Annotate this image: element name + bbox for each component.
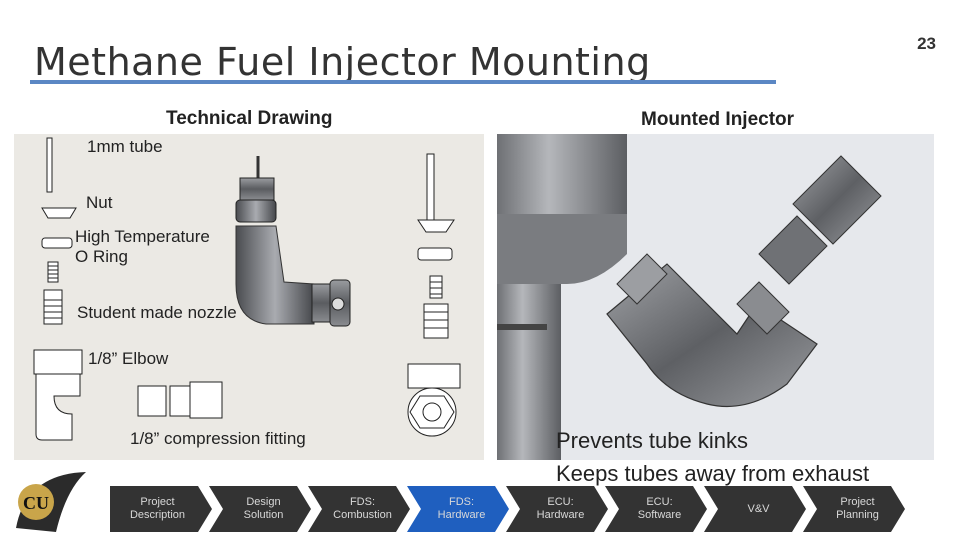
nav-chevron-7[interactable] [803,486,905,532]
label-o-ring: High Temperature O Ring [75,227,210,267]
slide-title: Methane Fuel Injector Mounting [34,40,651,84]
nav-chevron-0[interactable] [110,486,212,532]
nav-chevron-6[interactable] [704,486,806,532]
bullet-prevents-kinks: Prevents tube kinks [556,428,748,453]
nav-chevron-5[interactable] [605,486,707,532]
mounted-injector-caption: Mounted Injector [641,109,795,130]
svg-text:CU: CU [23,493,49,513]
bullet-keeps-away-exhaust: Keeps tubes away from exhaust [556,461,870,486]
mounted-injector-render [497,134,934,460]
label-nozzle: Student made nozzle [77,303,237,322]
nav-chevron-2[interactable] [308,486,410,532]
cu-logo-icon: CU [16,472,86,532]
nav-chevron-1[interactable] [209,486,311,532]
mounted-injector-image [497,134,934,460]
aerospace-engineering-logo: CU [6,466,98,536]
label-elbow: 1/8” Elbow [88,349,169,368]
label-compression-fitting: 1/8” compression fitting [130,429,306,448]
benefit-list: Prevents tube kinks Keeps tubes away fro… [556,424,869,490]
label-1mm-tube: 1mm tube [87,137,163,156]
label-nut: Nut [86,193,113,212]
technical-drawing: 1mm tube Nut High Temperature O Ring Stu… [14,134,484,460]
nav-chevron-4[interactable] [506,486,608,532]
nav-chevron-3[interactable] [407,486,509,532]
nav-chevrons [110,486,905,532]
exploded-view-drawing [33,137,461,441]
technical-drawing-caption: Technical Drawing [166,108,333,129]
page-number: 23 [917,34,936,53]
title-underline [30,80,776,84]
